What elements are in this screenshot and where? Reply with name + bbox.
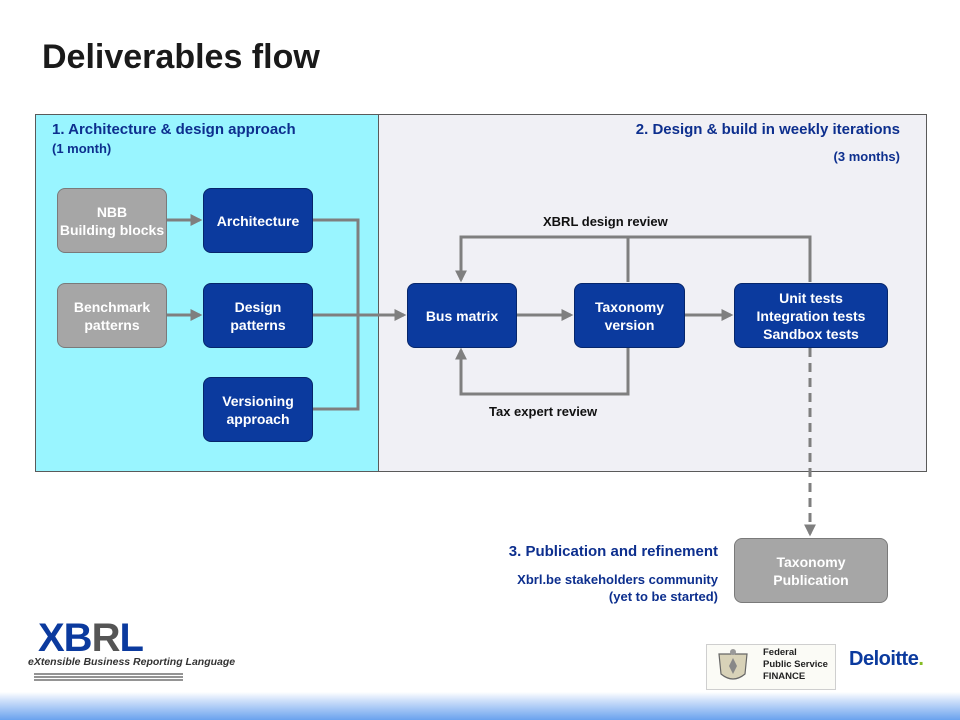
phase3-note: Xbrl.be stakeholders community (yet to b… bbox=[517, 572, 718, 604]
phase1-title: 1. Architecture & design approach bbox=[52, 121, 296, 138]
phase1-duration: (1 month) bbox=[52, 141, 112, 156]
loop-tax-review bbox=[455, 347, 630, 396]
box-design-patterns: Design patterns bbox=[203, 283, 313, 348]
label-xbrl-design-review: XBRL design review bbox=[543, 214, 668, 229]
fps-finance-text: Federal Public Service FINANCE bbox=[763, 647, 828, 682]
line-architecture-merge bbox=[313, 218, 360, 315]
box-taxonomy-version: Taxonomy version bbox=[574, 283, 685, 348]
xbrl-logo: XBRL eXtensible Business Reporting Langu… bbox=[28, 612, 235, 690]
box-architecture: Architecture bbox=[203, 188, 313, 253]
phase2-title: 2. Design & build in weekly iterations bbox=[635, 121, 900, 138]
deloitte-logo: Deloitte. bbox=[849, 648, 924, 670]
box-benchmark-patterns: Benchmark patterns bbox=[57, 283, 167, 348]
belgian-crest-icon bbox=[718, 649, 748, 680]
box-taxonomy-publication: Taxonomy Publication bbox=[734, 538, 888, 603]
footer-gradient-bar bbox=[0, 692, 960, 720]
line-versioning-merge bbox=[313, 315, 360, 411]
box-nbb-building-blocks: NBB Building blocks bbox=[57, 188, 167, 253]
phase2-duration: (3 months) bbox=[833, 149, 900, 164]
box-bus-matrix: Bus matrix bbox=[407, 283, 517, 348]
phase3-title: 3. Publication and refinement bbox=[508, 543, 718, 560]
loop-xbrl-review bbox=[455, 235, 812, 283]
xbrl-tagline: eXtensible Business Reporting Language bbox=[28, 656, 236, 668]
box-tests: Unit tests Integration tests Sandbox tes… bbox=[734, 283, 888, 348]
page-title: Deliverables flow bbox=[42, 38, 320, 76]
federal-public-service-logo: Federal Public Service FINANCE bbox=[706, 644, 836, 690]
xbrl-stripes-icon bbox=[34, 673, 183, 681]
label-tax-expert-review: Tax expert review bbox=[489, 404, 598, 419]
box-versioning-approach: Versioning approach bbox=[203, 377, 313, 442]
